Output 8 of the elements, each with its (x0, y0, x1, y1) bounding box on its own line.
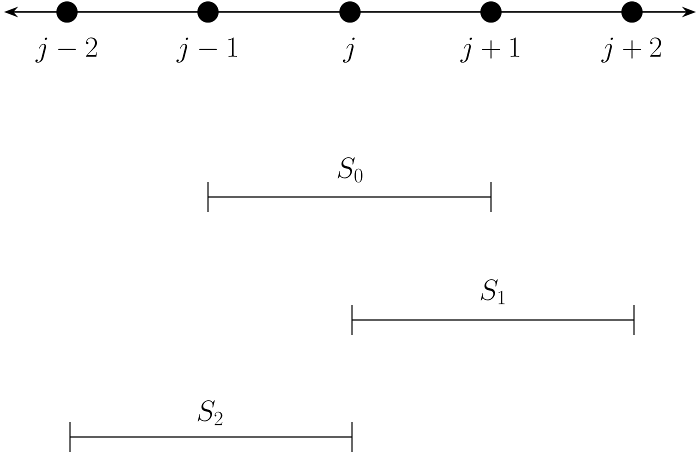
point-label: $j-1$ (176, 37, 238, 63)
interval-label: $S_0$ (338, 157, 362, 182)
point-label: $j$ (342, 38, 355, 63)
point-label: $j+1$ (460, 37, 520, 63)
point-label: $j+2$ (601, 37, 662, 63)
interval-label: $S_2$ (198, 400, 222, 426)
point-label: $j-2$ (35, 37, 97, 63)
interval-label: $S_1$ (480, 279, 505, 304)
